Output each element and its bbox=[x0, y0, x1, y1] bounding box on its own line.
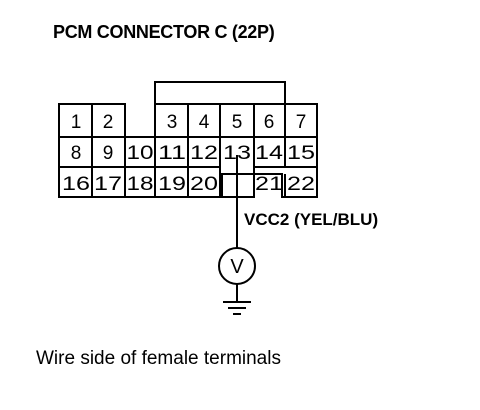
pin-14: 14 bbox=[255, 143, 284, 164]
pin-11: 11 bbox=[158, 143, 186, 164]
pin-9: 9 bbox=[103, 143, 114, 164]
pin-21: 21 bbox=[255, 174, 283, 195]
pin-3: 3 bbox=[167, 112, 178, 133]
voltmeter-label: V bbox=[230, 256, 244, 278]
ground-icon bbox=[223, 301, 251, 315]
pin-20: 20 bbox=[190, 174, 218, 195]
diagram-caption: Wire side of female terminals bbox=[36, 348, 281, 369]
pin-18: 18 bbox=[127, 174, 154, 195]
pin-2: 2 bbox=[103, 112, 114, 133]
pin-8: 8 bbox=[71, 143, 82, 164]
pin-13: 13 bbox=[223, 143, 251, 164]
pin-12: 12 bbox=[190, 143, 218, 164]
wire-label: VCC2 (YEL/BLU) bbox=[244, 210, 378, 229]
pin-4: 4 bbox=[199, 112, 210, 133]
pin-15: 15 bbox=[287, 143, 315, 164]
pin-22: 22 bbox=[287, 174, 315, 195]
pin-5: 5 bbox=[232, 112, 243, 133]
diagram-title: PCM CONNECTOR C (22P) bbox=[53, 22, 275, 42]
pin-17: 17 bbox=[94, 174, 122, 195]
pin-1: 1 bbox=[71, 112, 82, 133]
pin-10: 10 bbox=[127, 143, 154, 164]
pin-16: 16 bbox=[62, 174, 90, 195]
pin-19: 19 bbox=[158, 174, 186, 195]
pin-7: 7 bbox=[296, 112, 307, 133]
pin-6: 6 bbox=[264, 112, 275, 133]
